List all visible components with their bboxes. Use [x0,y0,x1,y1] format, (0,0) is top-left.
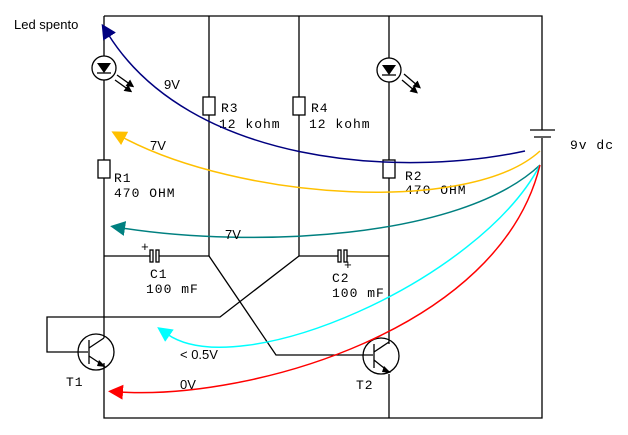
transistor-t1 [77,333,115,371]
resistor-r1 [97,159,111,179]
voltage-label-0v: 0V [180,377,196,392]
t2-name: T2 [356,378,374,393]
led-left [91,55,135,93]
voltage-arrow-7v-teal [110,164,541,239]
voltage-label-7v-yellow: 7V [150,138,166,153]
resistor-r3 [202,96,216,116]
resistor-r2 [382,159,396,179]
r4-value: 12 kohm [309,117,371,132]
r3-name: R3 [221,101,239,116]
c2-polarity: + [344,258,353,273]
led-right [376,57,421,94]
r1-name: R1 [114,171,132,186]
c1-value: 100 mF [146,282,199,297]
c2-value: 100 mF [332,286,385,301]
c1-name: C1 [150,267,168,282]
voltage-label-7v-teal: 7V [225,227,241,242]
capacitor-c2 [337,249,348,263]
r2-name: R2 [405,169,423,184]
t1-name: T1 [66,375,84,390]
resistor-r4 [292,96,306,116]
voltage-arrow-7v-yellow [111,131,541,193]
battery [530,129,555,138]
transistor-t2 [362,337,400,375]
voltage-label-05v: < 0.5V [180,347,218,362]
r1-value: 470 OHM [114,186,176,201]
c1-polarity: + [141,240,150,255]
voltage-arrow-9v [101,23,526,164]
voltage-arrow-0v [108,164,541,400]
wires [46,15,543,419]
r4-name: R4 [311,101,329,116]
c2-name: C2 [332,271,350,286]
voltage-arrow-05v [157,164,541,348]
title-label: Led spento [14,17,78,32]
battery-label: 9v dc [570,138,614,153]
r3-value: 12 kohm [219,117,281,132]
capacitor-c1 [149,249,160,263]
voltage-label-9v: 9V [164,77,180,92]
